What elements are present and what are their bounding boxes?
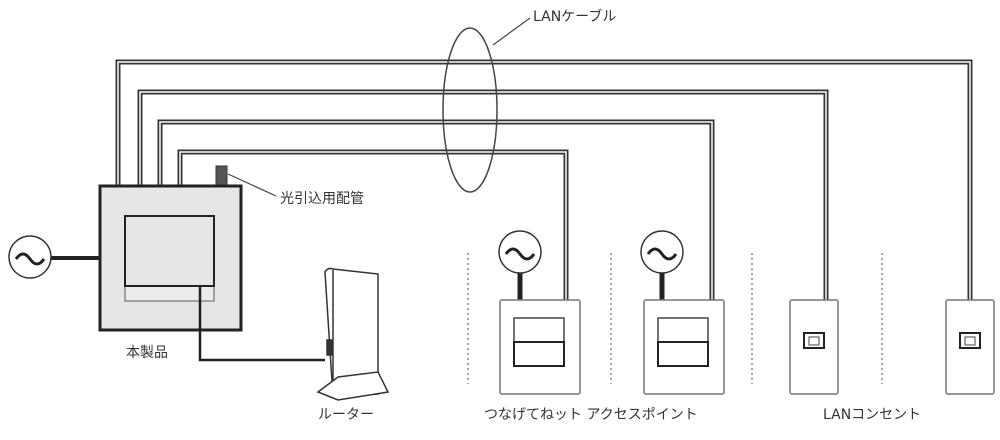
separators: [467, 253, 883, 384]
fiber-conduit-icon: [215, 165, 228, 187]
lan-outlet-2-icon: [945, 299, 995, 395]
main-unit-label: 本製品: [126, 345, 168, 361]
lan-cable-label: LANケーブル: [533, 9, 617, 25]
main-unit-icon: [98, 184, 243, 332]
access-point-1-icon: [498, 230, 581, 395]
fiber-conduit-label: 光引込用配管: [280, 191, 364, 207]
cable-outlet-2: [115, 59, 973, 300]
cable-bundle-ellipse: [442, 27, 498, 193]
router-label: ルーター: [318, 407, 374, 423]
router-icon: [316, 267, 390, 401]
lan-cables: [115, 59, 973, 300]
ac-power-icon: [8, 235, 52, 279]
cable-ap-2: [157, 119, 715, 300]
access-point-label: つなげてねット アクセスポイント: [484, 407, 698, 423]
access-point-2-icon: [640, 230, 725, 395]
lan-outlet-1-icon: [789, 299, 839, 395]
lan-outlet-label: LANコンセント: [823, 407, 922, 423]
